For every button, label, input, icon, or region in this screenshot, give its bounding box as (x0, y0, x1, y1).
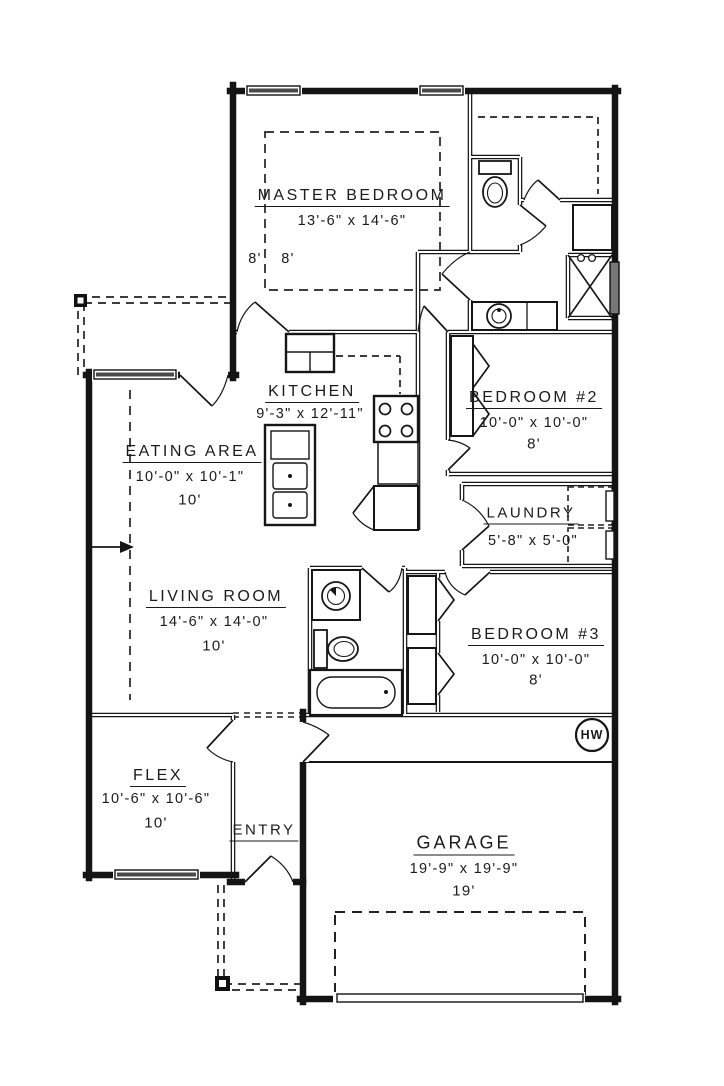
door-water-closet (519, 204, 547, 246)
ceiling-note-2: 8' (281, 251, 295, 267)
door-front-entry (244, 855, 294, 883)
windows (93, 85, 620, 1003)
door-vestibule-to-bath (441, 251, 471, 301)
room-label-garage: GARAGE (413, 832, 515, 856)
sink-master (486, 303, 512, 329)
room-label-kitchen: KITCHEN (265, 383, 359, 403)
pantry (373, 485, 419, 531)
room-dims-flex: 10'-6" x 10'-6" (101, 791, 211, 807)
room-label-living-room: LIVING ROOM (145, 588, 287, 608)
stove (372, 394, 420, 444)
room-name: ENTRY (229, 821, 299, 842)
door-pantry (352, 485, 375, 531)
dashed-annotations (74, 116, 613, 1001)
room-name: FLEX (129, 767, 187, 787)
water-heater-badge (574, 717, 610, 753)
door-porch-to-eating (179, 374, 229, 407)
room-dims-bedroom-3: 10'-0" x 10'-0" (481, 652, 591, 668)
door-bedroom2 (447, 439, 471, 471)
window (93, 369, 177, 380)
closet-shelf-line (478, 116, 599, 194)
room-label-entry: ENTRY (229, 821, 299, 842)
door-laundry (461, 499, 490, 551)
fixtures (263, 160, 613, 753)
bedroom3-closet-box-1 (407, 575, 437, 635)
room-name: EATING AREA (122, 443, 262, 463)
door-hall-to-vestibule (417, 305, 449, 333)
room-dims-garage: 19'-9" x 19'-9" (409, 861, 519, 877)
room-name: LAUNDRY (483, 504, 579, 525)
linen-closet (572, 204, 613, 251)
shower-window (609, 261, 620, 315)
kitchen-island (263, 423, 317, 527)
window (419, 85, 464, 96)
room-label-eating-area: EATING AREA (122, 443, 262, 463)
cased-opening (233, 712, 300, 718)
room-name: BEDROOM #3 (468, 626, 604, 646)
door-master-bedroom (236, 301, 290, 333)
room-ceiling-flex: 10' (144, 814, 168, 832)
room-name: MASTER BEDROOM (254, 187, 450, 207)
section-arrow (92, 541, 134, 553)
sink-bath2 (321, 581, 351, 611)
ceiling-note-1: 8' (248, 251, 262, 267)
door-flex (206, 719, 234, 763)
window (114, 869, 199, 880)
door-bath2 (361, 567, 403, 593)
room-dims-eating-area: 10'-0" x 10'-1" (135, 469, 245, 485)
room-label-bedroom-2: BEDROOM #2 (466, 389, 602, 409)
doors (179, 179, 561, 883)
room-label-laundry: LAUNDRY (483, 504, 579, 525)
front-porch-outline (217, 885, 300, 991)
interior-walls (89, 91, 612, 882)
room-name: KITCHEN (265, 383, 359, 403)
bathtub (308, 668, 404, 717)
water-heater-label: HW (580, 728, 604, 742)
room-dims-master-bedroom: 13'-6" x 14'-6" (297, 213, 407, 229)
bifold-bedroom3-closet (437, 577, 456, 696)
room-ceiling-bedroom-2: 8' (527, 435, 541, 453)
room-ceiling-garage: 19' (452, 882, 476, 900)
room-label-bedroom-3: BEDROOM #3 (468, 626, 604, 646)
room-ceiling-living-room: 10' (202, 637, 226, 655)
room-name: GARAGE (413, 832, 515, 856)
garage-door-panel (336, 993, 584, 1003)
vanity-counter (471, 301, 558, 331)
toilet-bath2 (313, 629, 359, 669)
room-dims-living-room: 14'-6" x 14'-0" (159, 614, 269, 630)
laundry-shelf-2 (605, 530, 615, 560)
kitchen-counter (377, 441, 419, 485)
upper-cabinet-line (336, 355, 401, 394)
bedroom2-closet-box (450, 335, 474, 437)
room-ceiling-eating-area: 10' (178, 491, 202, 509)
door-bedroom3 (444, 571, 491, 596)
laundry-shelf-1 (605, 490, 615, 522)
room-dims-kitchen: 9'-3" x 12'-11" (256, 406, 364, 422)
room-name: LIVING ROOM (145, 588, 287, 608)
toilet-master (478, 160, 512, 208)
rear-porch-outline (77, 296, 233, 375)
bedroom3-closet-box-2 (407, 647, 437, 705)
shower (567, 253, 613, 319)
room-label-master-bedroom: MASTER BEDROOM (254, 187, 450, 207)
room-label-flex: FLEX (129, 767, 187, 787)
door-walkin-closet (523, 179, 561, 201)
window (246, 85, 301, 96)
room-dims-laundry: 5'-8" x 5'-0" (488, 533, 578, 549)
garage-slab-outline (334, 911, 586, 1001)
refrigerator (284, 332, 336, 374)
room-name: BEDROOM #2 (466, 389, 602, 409)
door-entry-to-garage (302, 721, 330, 763)
tray-ceiling-outline (264, 131, 441, 291)
bifold-bedroom2-closet (472, 343, 491, 437)
room-dims-bedroom-2: 10'-0" x 10'-0" (479, 415, 589, 431)
room-ceiling-bedroom-3: 8' (529, 671, 543, 689)
